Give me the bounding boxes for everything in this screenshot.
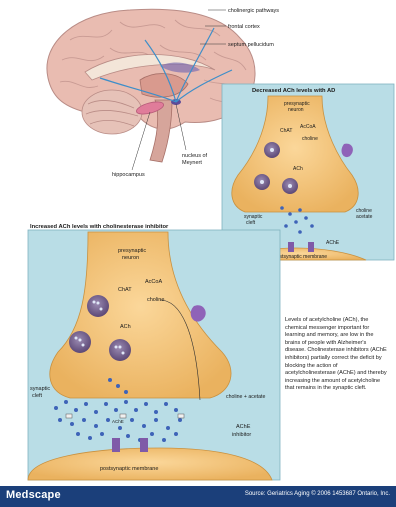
panel-ad-presyn-2: neuron: [288, 107, 304, 113]
panel-ad-ach: ACh: [293, 166, 303, 172]
panel-inhib-postsyn-label: postsynaptic membrane: [100, 466, 158, 472]
caption-text: Levels of acetylcholine (ACh), the chemi…: [285, 317, 387, 393]
panel-ad-chat: ChAT: [280, 128, 292, 134]
panel-inhib-cleft-1: synaptic: [30, 386, 50, 392]
panel-ad-ache: AChE: [326, 240, 340, 246]
label-cholinergic-pathways: cholinergic pathways: [228, 8, 279, 14]
panel-inhib-presyn-1: presynaptic: [118, 248, 146, 254]
label-hippocampus: hippocampus: [112, 172, 145, 178]
footer-bar: Medscape Source: Geriatrics Aging © 2006…: [0, 486, 396, 507]
panel-ad-acetylcoa: AcCoA: [300, 124, 316, 130]
panel-inhib-chat: ChAT: [118, 287, 132, 293]
panel-inhib-title: Increased ACh levels with cholinesterase…: [30, 224, 169, 230]
footer-brand: Medscape: [6, 489, 61, 501]
panel-ad-title: Decreased ACh levels with AD: [252, 88, 335, 94]
panel-inhib-acetylcoa: AcCoA: [145, 279, 162, 285]
panel-ad-choline: choline: [302, 136, 318, 142]
panel-ad-cleft-2: cleft: [246, 220, 256, 226]
label-nucleus-line2: Meynert: [182, 160, 202, 166]
diagram-figure: cholinergic pathways frontal cortex sept…: [0, 0, 396, 486]
panel-inhibitor: Increased ACh levels with cholinesterase…: [28, 224, 280, 480]
panel-ad-postsyn-label: postsynaptic membrane: [274, 254, 327, 260]
footer-source: Source: Geriatrics Aging © 2006 1453687 …: [245, 491, 390, 497]
panel-inhib-ach: ACh: [120, 324, 131, 330]
panel-inhib-ache-small: AChE: [112, 419, 124, 424]
panel-inhib-presyn-2: neuron: [122, 255, 139, 261]
panel-ad-choline-acetate-2: acetate: [356, 214, 373, 220]
label-frontal-cortex: frontal cortex: [228, 24, 260, 30]
panel-inhib-choline-acetate: choline + acetate: [226, 394, 265, 400]
panel-inhib-cleft-2: cleft: [32, 393, 43, 399]
label-septum-pellucidum: septum pellucidum: [228, 42, 274, 48]
cerebellum: [82, 90, 142, 134]
panel-inhib-ache: AChE: [236, 424, 251, 430]
panel-inhib-inhibitor: inhibitor: [232, 432, 251, 438]
label-nucleus-line1: nucleus of: [182, 153, 208, 159]
